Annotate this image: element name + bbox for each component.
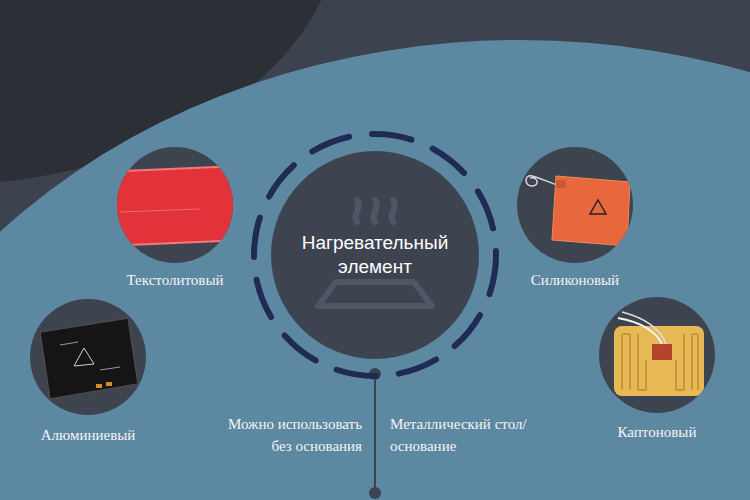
node-caption: Силиконовый (531, 271, 619, 289)
note-label: Можно использовать без основания (212, 413, 362, 457)
center-circle (271, 151, 479, 359)
textolite-board (100, 166, 242, 246)
material-circle-node: Каптоновый (599, 297, 715, 413)
leader-dot (369, 487, 381, 499)
silicone-heater (526, 176, 630, 246)
node-caption: Текстолитовый (126, 271, 223, 289)
material-circle-node: Текстолитовый (117, 147, 233, 263)
node-title: Нагревательный элемент (285, 231, 465, 279)
kapton-heater (614, 312, 704, 396)
node-caption: Каптоновый (618, 423, 697, 441)
blue-ground (0, 40, 750, 500)
node-circle (599, 297, 715, 413)
node-circle (30, 299, 146, 415)
dashed-ring (254, 134, 496, 376)
note-label: Металлический стол/ основание (390, 413, 540, 457)
material-circle-node: Силиконовый (517, 147, 633, 263)
node-caption: Алюминиевый (41, 426, 136, 444)
center-circle-node: Нагревательный элемент (270, 150, 480, 360)
leader-line (374, 372, 376, 492)
node-circle (517, 147, 633, 263)
aluminium-board (40, 318, 138, 399)
material-circle-node: Алюминиевый (30, 299, 146, 415)
